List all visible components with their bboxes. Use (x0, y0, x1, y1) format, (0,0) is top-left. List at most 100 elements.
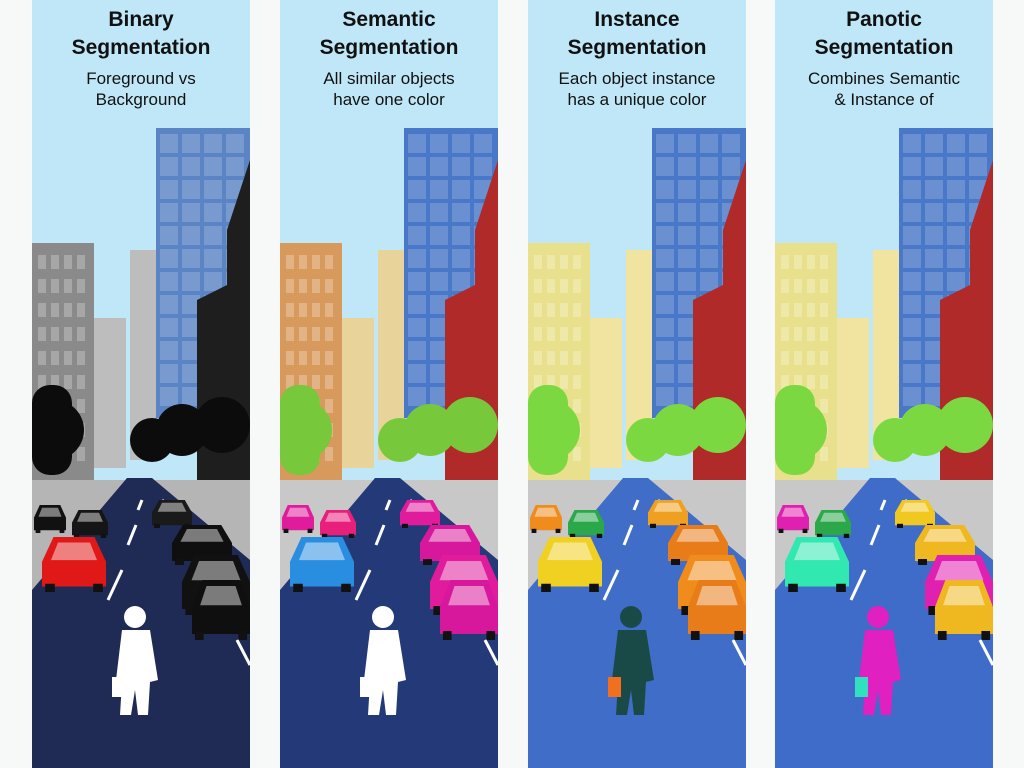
lane-marking (374, 524, 386, 546)
lane-marking (879, 499, 887, 511)
subtitle-line-2: have one color (333, 90, 445, 109)
building-window (64, 279, 72, 293)
subtitle-line-2: Background (95, 90, 187, 109)
pedestrian-head (124, 606, 146, 628)
tower-window (204, 157, 222, 176)
tower-window (700, 157, 718, 176)
building-window (794, 351, 802, 365)
tower-window (947, 134, 965, 153)
tower-window (925, 180, 943, 199)
pedestrian (364, 630, 406, 715)
tower-window (452, 272, 470, 291)
scene-illustration (280, 128, 498, 768)
tower-window (430, 341, 448, 360)
lane-marking (384, 499, 392, 511)
tower-window (430, 180, 448, 199)
building-window (807, 375, 815, 389)
title-line-2: Segmentation (319, 36, 459, 59)
tower-window (160, 272, 178, 291)
scene-illustration (528, 128, 746, 768)
building-window (573, 327, 581, 341)
building-window (573, 447, 581, 461)
tower-window (408, 341, 426, 360)
tower-window (700, 249, 718, 268)
title-line-2: Segmentation (71, 36, 211, 59)
tower-window (226, 134, 244, 153)
building-window (299, 255, 307, 269)
building-window (534, 303, 542, 317)
building-window (820, 255, 828, 269)
tower-window (678, 249, 696, 268)
building-window (51, 303, 59, 317)
building-window (534, 351, 542, 365)
lane-marking (126, 524, 138, 546)
tower-window (903, 295, 921, 314)
building-window (325, 255, 333, 269)
building-window (781, 279, 789, 293)
tower-window (925, 318, 943, 337)
tower-window (656, 387, 674, 406)
tower-window (903, 203, 921, 222)
tree (194, 397, 250, 453)
building-window (794, 303, 802, 317)
building-window (312, 375, 320, 389)
lane-marking (235, 639, 250, 666)
building-window (286, 327, 294, 341)
tower-window (408, 272, 426, 291)
building-window (77, 399, 85, 413)
scene-illustration (775, 128, 993, 768)
tower-window (700, 134, 718, 153)
building-window (573, 255, 581, 269)
building-window (794, 255, 802, 269)
building-window (573, 399, 581, 413)
tower-window (452, 134, 470, 153)
building-window (286, 303, 294, 317)
building-window (560, 303, 568, 317)
car (815, 510, 851, 538)
building-window (573, 303, 581, 317)
title-line-2: Segmentation (814, 36, 954, 59)
building-window (820, 351, 828, 365)
car (895, 500, 935, 528)
pedestrian-head (372, 606, 394, 628)
car (34, 505, 66, 533)
tower-window (947, 157, 965, 176)
tree (442, 397, 498, 453)
tower-window (925, 203, 943, 222)
tower-window (204, 272, 222, 291)
tower-window (925, 157, 943, 176)
tower-window (430, 134, 448, 153)
tower-window (474, 157, 492, 176)
building-window (312, 327, 320, 341)
building-window (560, 375, 568, 389)
lane-marking (106, 569, 124, 601)
building-window (573, 375, 581, 389)
lane-marking (632, 499, 640, 511)
tower-window (925, 341, 943, 360)
building-window (38, 375, 46, 389)
building-window (38, 327, 46, 341)
building-window (820, 447, 828, 461)
scene-illustration (32, 128, 250, 768)
building-window (560, 351, 568, 365)
building-window (325, 279, 333, 293)
lead-car (785, 537, 849, 592)
tower-window (722, 157, 740, 176)
tower-window (678, 387, 696, 406)
tower-window (700, 272, 718, 291)
tower-window (182, 157, 200, 176)
tower-window (408, 318, 426, 337)
title-line-1: Instance (594, 8, 680, 31)
tree (652, 404, 704, 456)
tower-window (678, 134, 696, 153)
building-window (534, 327, 542, 341)
building-window (77, 447, 85, 461)
tower-window (947, 226, 965, 245)
